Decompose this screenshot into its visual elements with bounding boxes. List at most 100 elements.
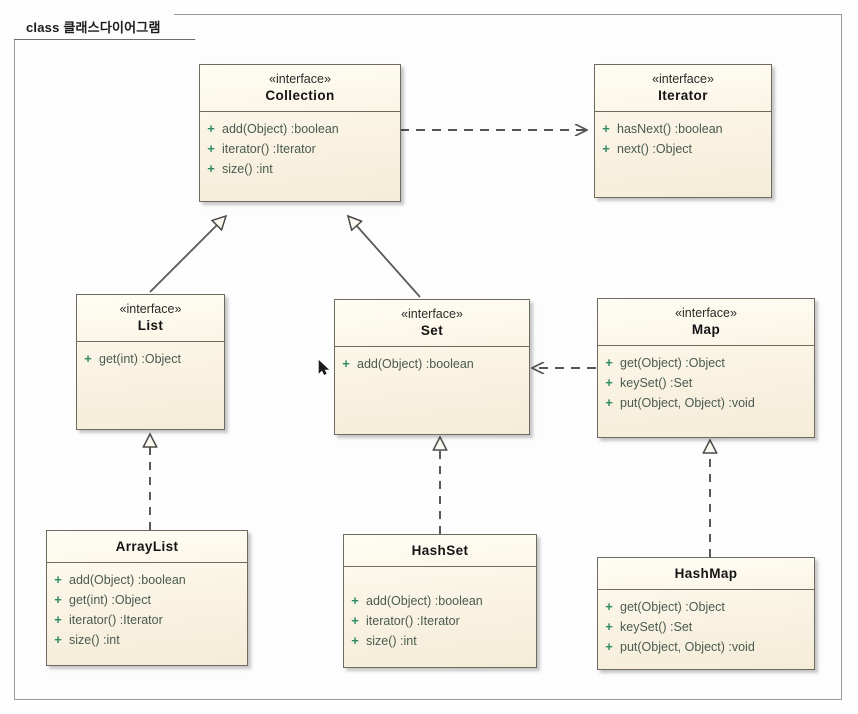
class-members-list: + get(int) :Object xyxy=(77,342,224,375)
class-member: + hasNext() :boolean xyxy=(595,119,771,139)
class-header-set: «interface» Set xyxy=(335,300,529,347)
member-visibility: + xyxy=(342,356,350,371)
class-stereotype: «interface» xyxy=(269,72,331,86)
member-signature: get(int) :Object xyxy=(99,352,181,366)
class-box-list[interactable]: «interface» List + get(int) :Object xyxy=(76,294,225,430)
class-members-set: + add(Object) :boolean xyxy=(335,347,529,380)
class-box-arraylist[interactable]: ArrayList + add(Object) :boolean + get(i… xyxy=(46,530,248,666)
member-visibility: + xyxy=(351,613,359,628)
class-member: + size() :int xyxy=(344,631,536,651)
class-stereotype: «interface» xyxy=(675,306,737,320)
member-visibility: + xyxy=(602,141,610,156)
member-signature: add(Object) :boolean xyxy=(69,573,186,587)
member-visibility: + xyxy=(84,351,92,366)
member-signature: put(Object, Object) :void xyxy=(620,396,755,410)
member-visibility: + xyxy=(602,121,610,136)
member-signature: next() :Object xyxy=(617,142,693,156)
class-header-arraylist: ArrayList xyxy=(47,531,247,563)
member-signature: iterator() :Iterator xyxy=(366,614,460,628)
class-name: Collection xyxy=(265,88,335,103)
class-header-map: «interface» Map xyxy=(598,299,814,346)
member-signature: keySet() :Set xyxy=(620,376,693,390)
member-signature: iterator() :Iterator xyxy=(222,142,316,156)
class-box-iterator[interactable]: «interface» Iterator + hasNext() :boolea… xyxy=(594,64,772,198)
class-member: + get(int) :Object xyxy=(77,349,224,369)
member-signature: put(Object, Object) :void xyxy=(620,640,755,654)
class-stereotype: «interface» xyxy=(401,307,463,321)
diagram-frame-tab: class 클래스다이어그램 xyxy=(14,14,196,40)
member-visibility: + xyxy=(605,639,613,654)
member-visibility: + xyxy=(605,599,613,614)
class-members-hashset: + add(Object) :boolean + iterator() :Ite… xyxy=(344,567,536,657)
class-member: + get(Object) :Object xyxy=(598,353,814,373)
member-visibility: + xyxy=(54,592,62,607)
class-header-hashset: HashSet xyxy=(344,535,536,567)
member-visibility: + xyxy=(54,572,62,587)
class-member: + keySet() :Set xyxy=(598,373,814,393)
class-header-iterator: «interface» Iterator xyxy=(595,65,771,112)
member-visibility: + xyxy=(351,633,359,648)
member-visibility: + xyxy=(207,161,215,176)
class-member: + add(Object) :boolean xyxy=(344,591,536,611)
class-name: HashSet xyxy=(411,543,469,558)
class-name: Map xyxy=(691,322,721,337)
member-signature: hasNext() :boolean xyxy=(617,122,723,136)
class-member: + iterator() :Iterator xyxy=(344,611,536,631)
class-member: + iterator() :Iterator xyxy=(200,139,400,159)
member-visibility: + xyxy=(54,612,62,627)
class-box-map[interactable]: «interface» Map + get(Object) :Object + … xyxy=(597,298,815,438)
diagram-title: class 클래스다이어그램 xyxy=(26,20,161,35)
member-visibility: + xyxy=(351,593,359,608)
class-member: + add(Object) :boolean xyxy=(200,119,400,139)
member-signature: size() :int xyxy=(366,634,417,648)
class-members-hashmap: + get(Object) :Object + keySet() :Set + … xyxy=(598,590,814,663)
class-member: + add(Object) :boolean xyxy=(47,570,247,590)
member-signature: size() :int xyxy=(69,633,120,647)
class-member: + keySet() :Set xyxy=(598,617,814,637)
member-signature: get(int) :Object xyxy=(69,593,151,607)
class-member: + size() :int xyxy=(47,630,247,650)
class-box-hashmap[interactable]: HashMap + get(Object) :Object + keySet()… xyxy=(597,557,815,670)
class-members-map: + get(Object) :Object + keySet() :Set + … xyxy=(598,346,814,419)
member-signature: get(Object) :Object xyxy=(620,356,725,370)
class-name: ArrayList xyxy=(115,539,179,554)
class-member: + put(Object, Object) :void xyxy=(598,637,814,657)
class-member: + get(Object) :Object xyxy=(598,597,814,617)
class-name: HashMap xyxy=(674,566,738,581)
class-name: Set xyxy=(420,323,444,338)
member-visibility: + xyxy=(605,375,613,390)
class-member: + size() :int xyxy=(200,159,400,179)
member-signature: add(Object) :boolean xyxy=(366,594,483,608)
class-member: + next() :Object xyxy=(595,139,771,159)
class-members-collection: + add(Object) :boolean + iterator() :Ite… xyxy=(200,112,400,185)
class-name: List xyxy=(137,318,164,333)
member-signature: keySet() :Set xyxy=(620,620,693,634)
class-member: + add(Object) :boolean xyxy=(335,354,529,374)
class-member: + get(int) :Object xyxy=(47,590,247,610)
class-box-hashset[interactable]: HashSet + add(Object) :boolean + iterato… xyxy=(343,534,537,668)
class-member: + put(Object, Object) :void xyxy=(598,393,814,413)
class-header-hashmap: HashMap xyxy=(598,558,814,590)
class-stereotype: «interface» xyxy=(119,302,182,316)
class-stereotype: «interface» xyxy=(652,72,714,86)
class-member: + iterator() :Iterator xyxy=(47,610,247,630)
member-signature: size() :int xyxy=(222,162,273,176)
class-box-set[interactable]: «interface» Set + add(Object) :boolean xyxy=(334,299,530,435)
class-header-collection: «interface» Collection xyxy=(200,65,400,112)
member-signature: get(Object) :Object xyxy=(620,600,725,614)
member-signature: iterator() :Iterator xyxy=(69,613,163,627)
member-visibility: + xyxy=(207,121,215,136)
member-visibility: + xyxy=(605,619,613,634)
member-signature: add(Object) :boolean xyxy=(222,122,339,136)
member-visibility: + xyxy=(54,632,62,647)
class-header-list: «interface» List xyxy=(77,295,224,342)
member-visibility: + xyxy=(207,141,215,156)
class-box-collection[interactable]: «interface» Collection + add(Object) :bo… xyxy=(199,64,401,202)
class-members-arraylist: + add(Object) :boolean + get(int) :Objec… xyxy=(47,563,247,656)
member-signature: add(Object) :boolean xyxy=(357,357,474,371)
member-visibility: + xyxy=(605,395,613,410)
class-name: Iterator xyxy=(658,88,708,103)
member-visibility: + xyxy=(605,355,613,370)
mouse-cursor-icon xyxy=(318,360,330,375)
